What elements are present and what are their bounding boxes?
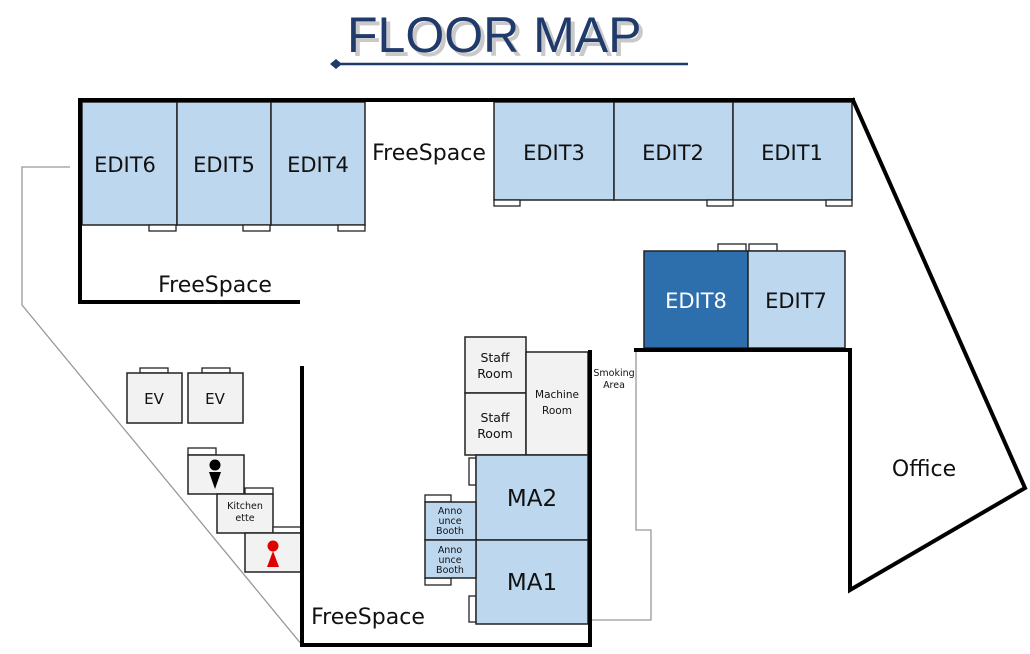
female-restroom-icon xyxy=(267,540,279,567)
room-staff-room-1[interactable]: Staff Room xyxy=(464,336,527,394)
room-label-line2: Room xyxy=(477,366,513,381)
room-label-line1: Staff xyxy=(480,350,509,365)
room-label: EDIT5 xyxy=(193,153,255,177)
room-edit3[interactable]: EDIT3 xyxy=(493,101,615,201)
office-label: Office xyxy=(892,457,956,482)
room-label: MA1 xyxy=(507,570,557,596)
female-restroom[interactable] xyxy=(244,526,302,573)
door xyxy=(424,494,452,503)
smoking-area[interactable]: Smoking Area xyxy=(593,368,634,391)
room-label: EDIT2 xyxy=(642,141,704,165)
room-label-line1: Anno xyxy=(438,506,463,517)
door xyxy=(337,224,366,232)
room-machine-room[interactable]: Machine Room xyxy=(525,351,589,456)
door xyxy=(493,199,521,207)
door xyxy=(468,595,477,623)
kitchenette-label-line2: ette xyxy=(235,513,254,524)
building-outline-left xyxy=(21,166,303,646)
door xyxy=(148,224,177,232)
room-label-line1: Anno xyxy=(438,545,463,556)
room-office[interactable]: Office xyxy=(892,457,956,482)
male-restroom-icon xyxy=(209,459,221,489)
title-text: FLOOR MAP xyxy=(347,7,641,63)
door xyxy=(748,243,778,252)
room-label-line3: Booth xyxy=(436,565,464,576)
elevator-label: EV xyxy=(205,390,225,408)
room-label: EDIT4 xyxy=(287,153,349,177)
area-label-line1: Smoking xyxy=(593,368,634,379)
room-edit7[interactable]: EDIT7 xyxy=(747,250,846,349)
door xyxy=(717,243,747,252)
room-edit6[interactable]: EDIT6 xyxy=(81,101,178,226)
room-label-line3: Booth xyxy=(436,526,464,537)
area-label-line2: Area xyxy=(603,380,625,391)
door xyxy=(424,577,452,586)
door xyxy=(706,199,734,207)
wall-lower-area xyxy=(300,350,592,647)
elevator-1[interactable]: EV xyxy=(126,367,183,424)
title-shadow: FLOOR MAP xyxy=(351,11,645,67)
kitchenette-label-line1: Kitchen xyxy=(227,501,263,512)
room-edit8[interactable]: EDIT8 xyxy=(643,250,749,349)
room-announce-booth-1[interactable]: Anno unce Booth xyxy=(424,501,477,541)
room-edit4[interactable]: EDIT4 xyxy=(270,101,366,226)
door xyxy=(825,199,853,207)
room-label-line1: Staff xyxy=(480,410,509,425)
freespace-top-label: FreeSpace xyxy=(372,141,486,166)
room-edit5[interactable]: EDIT5 xyxy=(176,101,272,226)
wall-office xyxy=(634,97,1028,594)
smoking-area-outline xyxy=(590,352,652,621)
room-label-line2: unce xyxy=(438,555,461,566)
male-restroom[interactable] xyxy=(187,447,245,495)
room-label-line2: Room xyxy=(477,426,513,441)
room-label-line2: unce xyxy=(438,516,461,527)
room-ma2[interactable]: MA2 xyxy=(475,454,589,541)
room-label: EDIT7 xyxy=(765,289,827,313)
map-title: FLOOR MAP FLOOR MAP xyxy=(330,7,688,69)
door xyxy=(242,224,271,232)
wall-top-left xyxy=(78,98,855,304)
room-ma1[interactable]: MA1 xyxy=(475,539,589,625)
room-label-line1: Machine xyxy=(535,389,579,401)
room-announce-booth-2[interactable]: Anno unce Booth xyxy=(424,539,477,579)
room-edit2[interactable]: EDIT2 xyxy=(613,101,734,201)
diamond-icon xyxy=(330,59,342,69)
room-edit1[interactable]: EDIT1 xyxy=(732,101,853,201)
freespace-left-label: FreeSpace xyxy=(158,273,272,298)
room-label: EDIT3 xyxy=(523,141,585,165)
freespace-bottom-label: FreeSpace xyxy=(311,605,425,630)
room-label: EDIT1 xyxy=(761,141,823,165)
room-label: MA2 xyxy=(507,486,557,512)
door xyxy=(468,457,477,486)
elevator-label: EV xyxy=(144,390,164,408)
elevator-2[interactable]: EV xyxy=(187,367,244,424)
kitchenette[interactable]: Kitchen ette xyxy=(216,487,274,534)
room-label-line2: Room xyxy=(542,405,572,417)
room-label: EDIT8 xyxy=(665,289,727,313)
room-staff-room-2[interactable]: Staff Room xyxy=(464,392,527,456)
room-label: EDIT6 xyxy=(94,153,156,177)
